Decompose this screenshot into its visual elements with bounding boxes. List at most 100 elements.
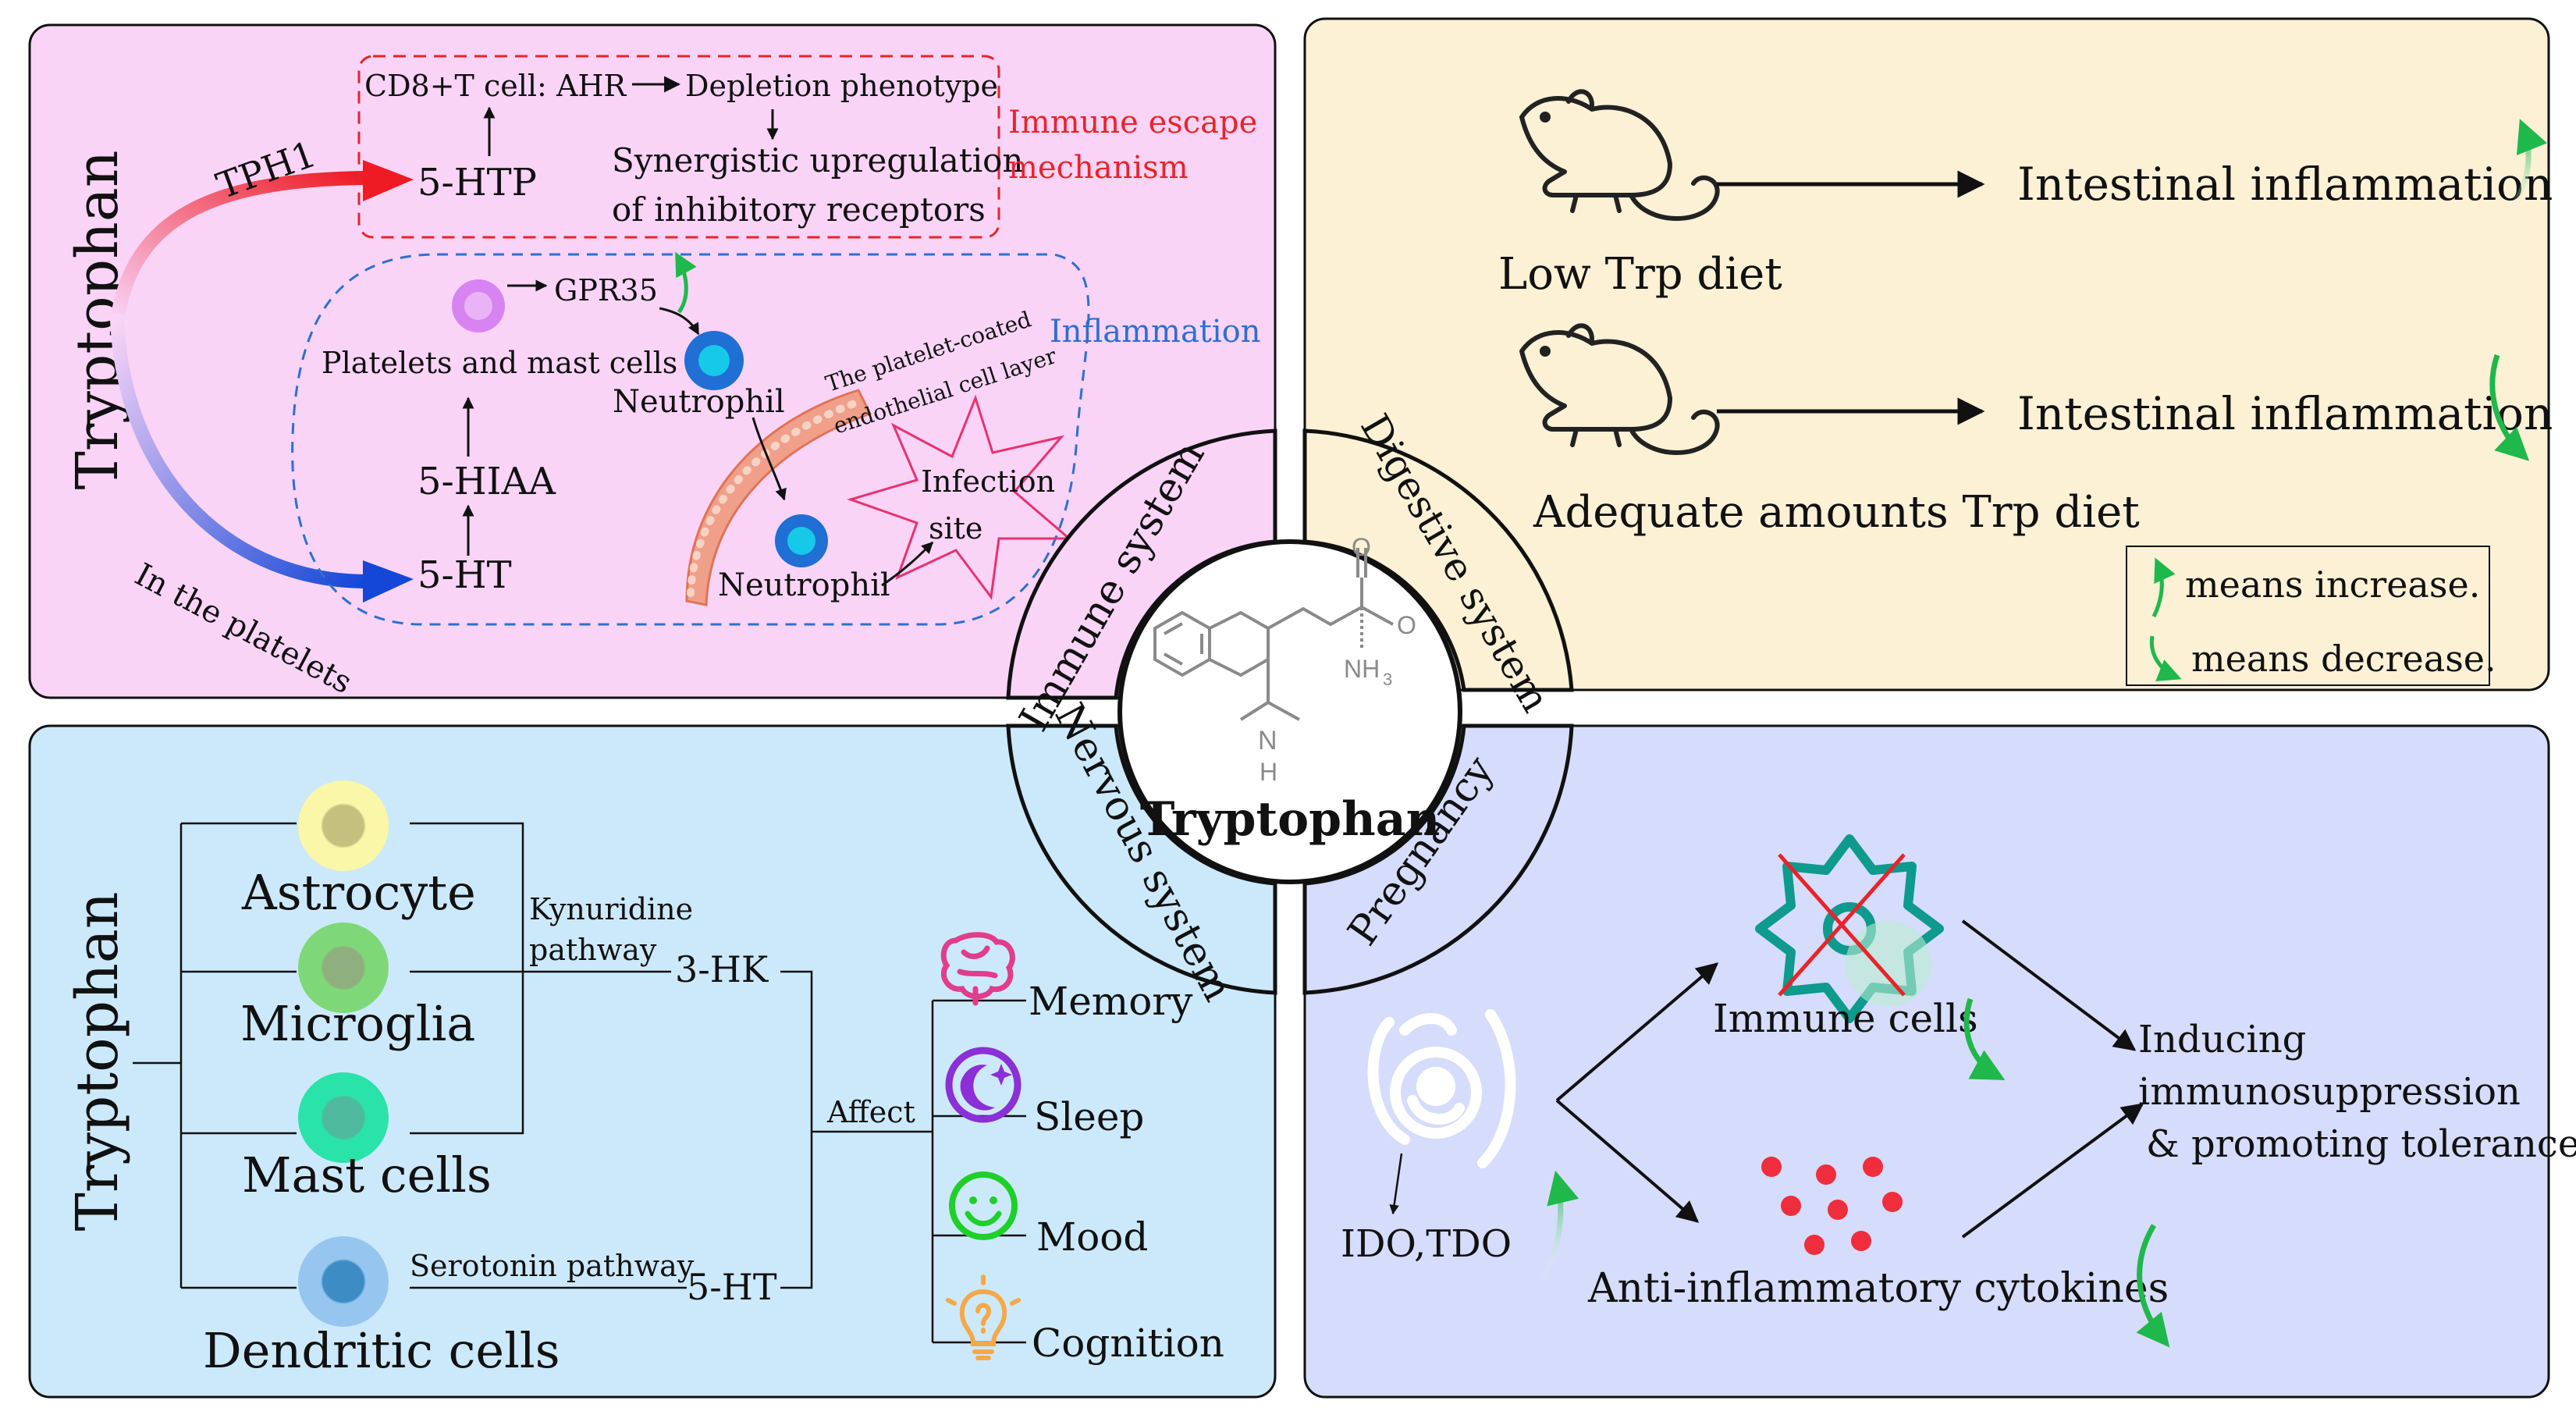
kynuridine-label-1: Kynuridine [529,892,693,926]
synergy-line1: Synergistic upregulation [612,141,1023,180]
adequate-trp-label: Adequate amounts Trp diet [1533,487,2140,538]
ht-label-nervous: 5-HT [687,1266,777,1308]
platelet-cell-nucleus [464,292,492,320]
legend-decrease-icon [2149,635,2182,681]
astrocyte-label: Astrocyte [241,864,476,921]
low-trp-label: Low Trp diet [1498,249,1782,300]
inflammation-label: Inflammation [1050,314,1261,350]
depletion-label: Depletion phenotype [685,69,998,103]
htp-label: 5-HTP [417,161,537,204]
brain-icon [940,932,1015,1006]
nervous-system-content: Tryptophan Astrocyte Microglia Mast cell… [64,780,1224,1379]
legend-increase-icon [2151,557,2176,618]
immune-ring-segment [1006,428,1277,700]
cytokines-to-outcome-arrow [1961,1103,2144,1239]
immune-cell-icon [1755,834,1944,1023]
outcome-line1: Inducing [2138,1018,2306,1061]
microglia-cell-icon [298,923,389,1013]
pregnancy-panel [1303,724,2550,1399]
fetus-to-immune-arrow [1555,962,1719,1102]
platelets-arrowhead [363,560,414,603]
neutrophil-nucleus-2 [787,527,815,555]
intestinal-inflammation-2: Intestinal inflammation [2017,387,2553,440]
cd8-ahr-label: CD8+T cell: AHR [364,69,627,103]
neutrophil-to-infection-arrow [881,541,934,587]
immune-escape-box [357,55,1000,239]
pregnancy-content: IDO,TDO Immune cells Anti-inflammatory c… [1341,834,2576,1348]
cognition-label: Cognition [1032,1321,1224,1366]
central-hub: Immune system Digestive system Nervous s… [1006,407,1574,1009]
fetus-to-ido-arrow [1389,1153,1403,1215]
cytokine-dots-icon [1761,1157,1903,1255]
kynuridine-label-2: pathway [529,933,657,967]
tph1-arrowhead [363,160,414,201]
nervous-ring-segment [1006,723,1277,995]
smiley-icon [949,1171,1018,1240]
ht-label-immune: 5-HT [417,553,512,597]
dendritic-cell-icon [298,1236,389,1327]
immune-escape-line1: Immune escape [1008,105,1257,140]
immune-escape-line2: mechanism [1008,150,1189,186]
mast-cells-label: Mast cells [242,1146,492,1203]
sleep-label: Sleep [1034,1094,1144,1139]
rat-icon-adequate [1519,323,1720,455]
cytokines-decrease-icon [2136,1224,2170,1348]
immune-panel [28,23,1277,699]
outcome-line3: & promoting tolerance [2146,1122,2576,1166]
neutrophil-migration-arrow [751,417,787,501]
lightbulb-icon [946,1274,1021,1360]
legend-decrease-label: means decrease. [2191,638,2496,680]
serotonin-pathway-label: Serotonin pathway [410,1249,695,1283]
molecule-nh3-sub: 3 [1383,670,1392,689]
molecule-nh3: NH [1344,655,1380,683]
dendritic-label: Dendritic cells [203,1322,560,1379]
immune-cells-label: Immune cells [1713,996,1978,1041]
infection-label-2: site [929,511,982,546]
platelets-arrow [110,313,374,588]
infection-label-1: Infection [921,464,1055,499]
molecule-nh: N [1258,726,1277,755]
outcome-line2: immunosuppression [2138,1070,2521,1114]
legend-increase-label: means increase. [2185,563,2480,606]
moon-icon [945,1047,1022,1123]
tph1-arrow [110,171,374,327]
digestive-legend [2126,546,2490,686]
molecule-o-top: O [1352,533,1371,561]
hiaa-label: 5-HIAA [417,460,556,503]
molecule-h: H [1260,758,1277,786]
inflammation-increase-arrow [2503,119,2547,221]
platelet-coated-layer-dots [687,398,862,597]
gpr35-increase-icon [675,251,697,314]
inflammation-decrease-arrow [2489,354,2530,461]
affect-label: Affect [826,1095,915,1129]
intestinal-inflammation-1: Intestinal inflammation [2017,158,2553,211]
nervous-tryptophan-title: Tryptophan [64,891,131,1231]
cell-bracket-lines [133,822,1026,1344]
mast-cell-icon [298,1072,389,1163]
microglia-label: Microglia [240,995,475,1052]
gpr35-to-neutrophil-arrow [659,307,700,336]
platelets-mast-label: Platelets and mast cells [322,346,677,380]
immune-to-outcome-arrow [1961,919,2137,1051]
mood-label: Mood [1036,1214,1148,1260]
digestive-panel [1303,17,2550,691]
inflammation-region [291,253,1090,626]
tryptophan-molecule-icon [1153,548,1394,721]
infection-site-icon [847,394,1073,600]
memory-label: Memory [1029,979,1193,1024]
neutrophil-nucleus-1 [698,345,730,376]
fetus-to-cytokines-arrow [1555,1099,1700,1223]
gpr35-label: GPR35 [554,273,658,308]
immune-cells-decrease-icon [1963,997,2006,1080]
astrocyte-cell-icon [298,780,389,871]
pregnancy-ring-segment [1302,723,1574,995]
cytokines-label: Anti-inflammatory cytokines [1587,1265,2169,1312]
hk-label: 3-HK [675,948,769,990]
synergy-line2: of inhibitory receptors [612,190,986,229]
hub-title: Tryptophan [1140,792,1441,847]
ido-tdo-label: IDO,TDO [1341,1222,1512,1266]
fetus-icon [1367,1009,1516,1168]
rat-icon-low [1519,89,1720,221]
molecule-o-minus: O [1397,611,1416,639]
